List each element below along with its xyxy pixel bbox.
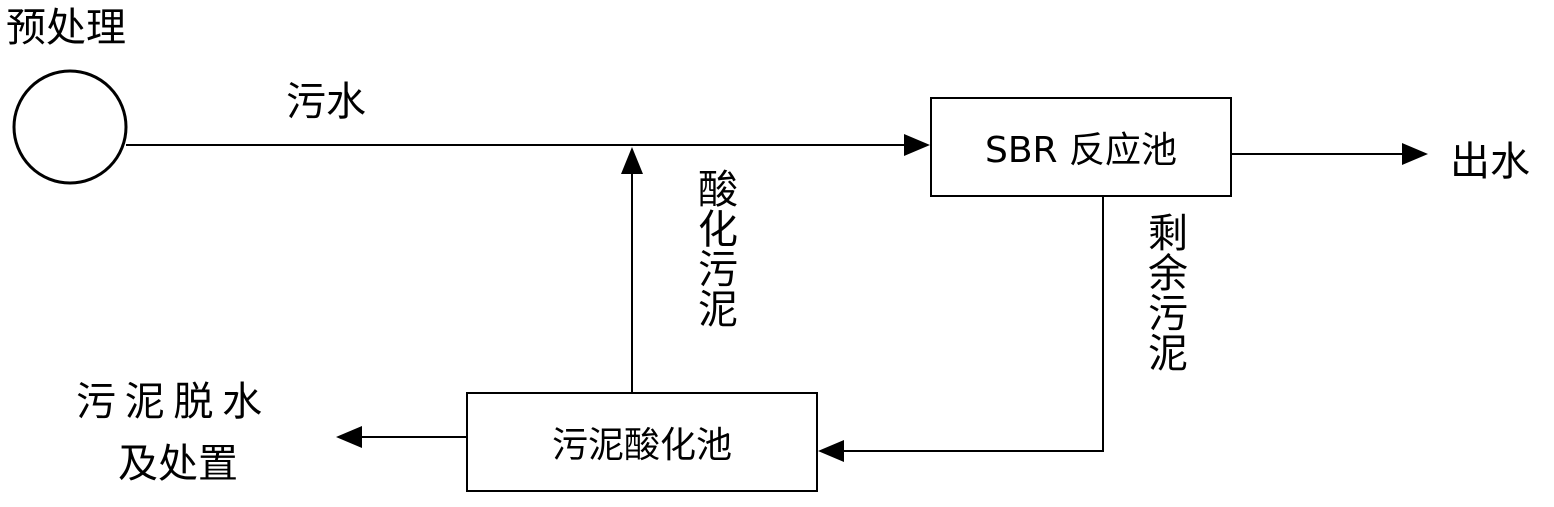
dewatering-arrowhead bbox=[336, 426, 362, 448]
dewatering-label-line2: 及处置 bbox=[118, 441, 238, 487]
outflow-arrowhead bbox=[1402, 143, 1428, 165]
acidified-sludge-arrowhead bbox=[621, 147, 643, 174]
sbr-reactor-box: SBR 反应池 bbox=[930, 97, 1232, 197]
excess-sludge-line bbox=[842, 197, 1104, 452]
pretreatment-node bbox=[12, 69, 128, 185]
sewage-arrowhead bbox=[904, 134, 930, 156]
pretreatment-label: 预处理 bbox=[6, 5, 126, 51]
sbr-reactor-label: SBR 反应池 bbox=[984, 130, 1177, 171]
dewatering-label-line1: 污 泥 脱 水 bbox=[76, 379, 262, 425]
acidified-sludge-label: 酸化污泥 bbox=[691, 168, 737, 328]
sewage-label: 污水 bbox=[286, 79, 366, 125]
sludge-acidification-label: 污泥酸化池 bbox=[551, 425, 732, 466]
excess-sludge-arrowhead bbox=[818, 440, 844, 462]
excess-sludge-label: 剩余污泥 bbox=[1141, 212, 1187, 372]
sludge-acidification-box: 污泥酸化池 bbox=[466, 392, 818, 492]
outflow-label: 出水 bbox=[1450, 139, 1530, 185]
